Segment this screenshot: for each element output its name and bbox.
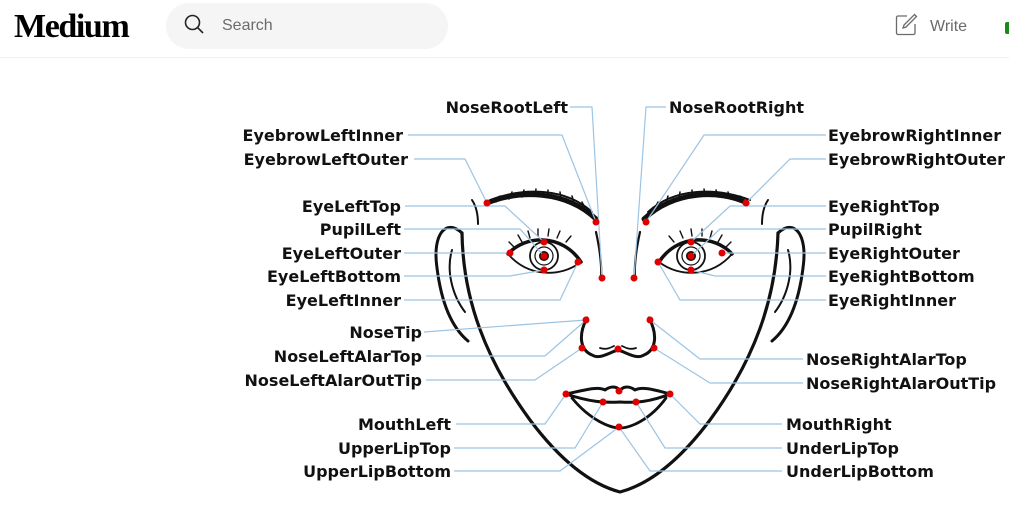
label-eye-left-bottom: EyeLeftBottom bbox=[267, 267, 401, 286]
landmark-eye-left-inner bbox=[574, 258, 582, 266]
left-ear-inner bbox=[448, 249, 466, 313]
landmark-nose-root-right bbox=[630, 274, 638, 282]
label-nose-right-alar-out-tip: NoseRightAlarOutTip bbox=[806, 374, 996, 393]
landmark-eye-right-top bbox=[687, 238, 695, 246]
landmark-nose-root-left bbox=[598, 274, 606, 282]
label-eye-right-outer: EyeRightOuter bbox=[828, 244, 960, 263]
label-eyebrow-right-inner: EyebrowRightInner bbox=[828, 126, 1001, 145]
label-eyebrow-left-inner: EyebrowLeftInner bbox=[243, 126, 404, 145]
label-pupil-right: PupilRight bbox=[828, 220, 922, 239]
label-nose-right-alar-top: NoseRightAlarTop bbox=[806, 350, 967, 369]
landmark-pupil-left bbox=[540, 252, 548, 260]
face-landmarks-diagram: NoseRootLeft NoseRootRight EyebrowLeftIn… bbox=[243, 98, 1006, 494]
face-outline bbox=[460, 231, 780, 494]
right-eye-upper-lid bbox=[657, 238, 734, 264]
medium-logo[interactable]: Medium bbox=[14, 8, 130, 45]
label-nose-left-alar-out-tip: NoseLeftAlarOutTip bbox=[245, 371, 422, 390]
right-eye-lower-lid bbox=[658, 253, 733, 274]
landmark-eye-right-outer bbox=[718, 249, 726, 257]
lip-line bbox=[564, 392, 672, 404]
search-icon[interactable] bbox=[182, 12, 206, 41]
landmark-nose-left-alar-top bbox=[582, 316, 590, 324]
search-input[interactable] bbox=[220, 16, 434, 36]
header-divider bbox=[0, 57, 1009, 58]
right-ear-inner bbox=[774, 249, 792, 313]
landmark-nose-right-alar-out-tip bbox=[650, 344, 658, 352]
landmark-eyebrow-left-outer bbox=[483, 199, 491, 207]
label-nose-tip: NoseTip bbox=[349, 323, 422, 342]
landmark-labels: NoseRootLeft NoseRootRight EyebrowLeftIn… bbox=[243, 98, 1006, 481]
label-nose-root-right: NoseRootRight bbox=[669, 98, 804, 117]
right-eyebrow bbox=[641, 192, 750, 222]
label-eye-right-bottom: EyeRightBottom bbox=[828, 267, 975, 286]
landmark-eye-left-outer bbox=[506, 249, 514, 257]
top-navigation-bar: Medium Write bbox=[0, 0, 1009, 57]
left-ear bbox=[434, 225, 470, 343]
label-eye-left-top: EyeLeftTop bbox=[302, 197, 401, 216]
label-eye-left-inner: EyeLeftInner bbox=[286, 291, 401, 310]
landmark-under-lip-bottom bbox=[615, 423, 623, 431]
write-icon bbox=[893, 12, 930, 43]
landmark-mouth-left bbox=[562, 390, 570, 398]
label-nose-root-left: NoseRootLeft bbox=[446, 98, 569, 117]
write-button[interactable]: Write bbox=[893, 13, 967, 41]
label-under-lip-bottom: UnderLipBottom bbox=[786, 462, 934, 481]
label-eyebrow-right-outer: EyebrowRightOuter bbox=[828, 150, 1005, 169]
landmark-mouth-right bbox=[666, 390, 674, 398]
label-upper-lip-bottom: UpperLipBottom bbox=[303, 462, 451, 481]
landmark-upper-lip-bottom bbox=[599, 398, 607, 406]
landmark-upper-lip-top bbox=[615, 387, 623, 395]
label-mouth-right: MouthRight bbox=[786, 415, 892, 434]
label-eye-right-top: EyeRightTop bbox=[828, 197, 940, 216]
label-eye-left-outer: EyeLeftOuter bbox=[282, 244, 401, 263]
landmark-nose-right-alar-top bbox=[646, 316, 654, 324]
landmark-eyebrow-right-inner bbox=[642, 218, 650, 226]
left-eyebrow bbox=[484, 192, 599, 222]
label-nose-left-alar-top: NoseLeftAlarTop bbox=[274, 347, 422, 366]
landmark-eye-left-bottom bbox=[540, 266, 548, 274]
write-label: Write bbox=[930, 18, 968, 35]
landmark-pupil-right bbox=[687, 252, 695, 260]
label-eye-right-inner: EyeRightInner bbox=[828, 291, 956, 310]
label-under-lip-top: UnderLipTop bbox=[786, 439, 899, 458]
landmark-eye-right-bottom bbox=[687, 266, 695, 274]
partial-avatar[interactable] bbox=[1005, 22, 1009, 34]
face-illustration bbox=[434, 188, 806, 494]
label-upper-lip-top: UpperLipTop bbox=[338, 439, 451, 458]
label-pupil-left: PupilLeft bbox=[320, 220, 402, 239]
search-bar[interactable] bbox=[166, 3, 448, 49]
landmark-eye-left-top bbox=[540, 238, 548, 246]
landmark-nose-tip bbox=[614, 345, 622, 353]
landmark-points bbox=[483, 199, 750, 431]
landmark-nose-left-alar-out-tip bbox=[578, 344, 586, 352]
landmark-under-lip-top bbox=[632, 398, 640, 406]
landmark-eye-right-inner bbox=[654, 258, 662, 266]
right-ear bbox=[770, 225, 806, 343]
label-eyebrow-left-outer: EyebrowLeftOuter bbox=[244, 150, 408, 169]
landmark-eyebrow-right-outer bbox=[742, 199, 750, 207]
label-mouth-left: MouthLeft bbox=[358, 415, 451, 434]
landmark-eyebrow-left-inner bbox=[592, 218, 600, 226]
